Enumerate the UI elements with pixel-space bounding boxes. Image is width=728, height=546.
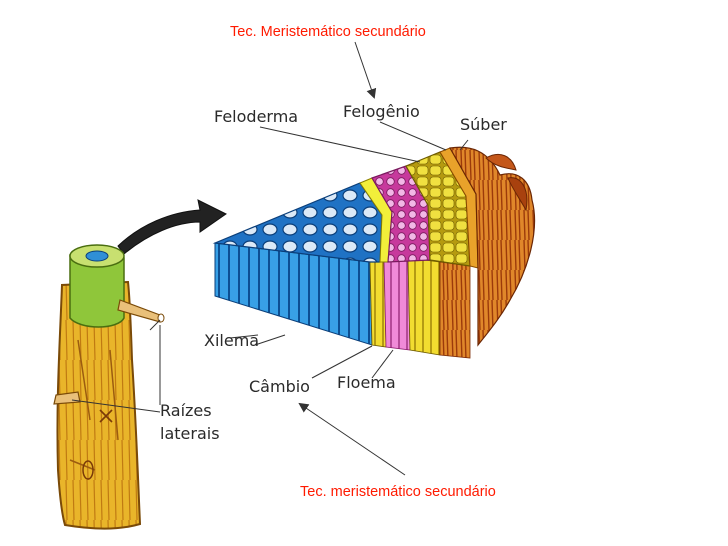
label-leaders	[71, 121, 469, 413]
label-raizes-line1: Raízes	[160, 401, 212, 420]
label-cambio: Câmbio	[249, 377, 310, 396]
curved-arrow-icon	[117, 199, 227, 255]
label-felogenio: Felogênio	[343, 102, 420, 121]
label-floema: Floema	[337, 373, 396, 392]
bottom-annotation-text: Tec. meristemático secundário	[300, 484, 496, 500]
wedge-front-faces	[214, 242, 471, 359]
bottom-annotation-arrow	[298, 402, 406, 476]
top-annotation-arrow	[354, 41, 377, 99]
stem-illustration	[53, 244, 165, 530]
label-feloderma: Feloderma	[214, 107, 299, 126]
label-raizes-line2: laterais	[160, 424, 220, 443]
top-annotation-text: Tec. Meristemático secundário	[230, 24, 426, 40]
label-xilema: Xilema	[204, 331, 260, 350]
label-suber: Súber	[460, 115, 507, 134]
